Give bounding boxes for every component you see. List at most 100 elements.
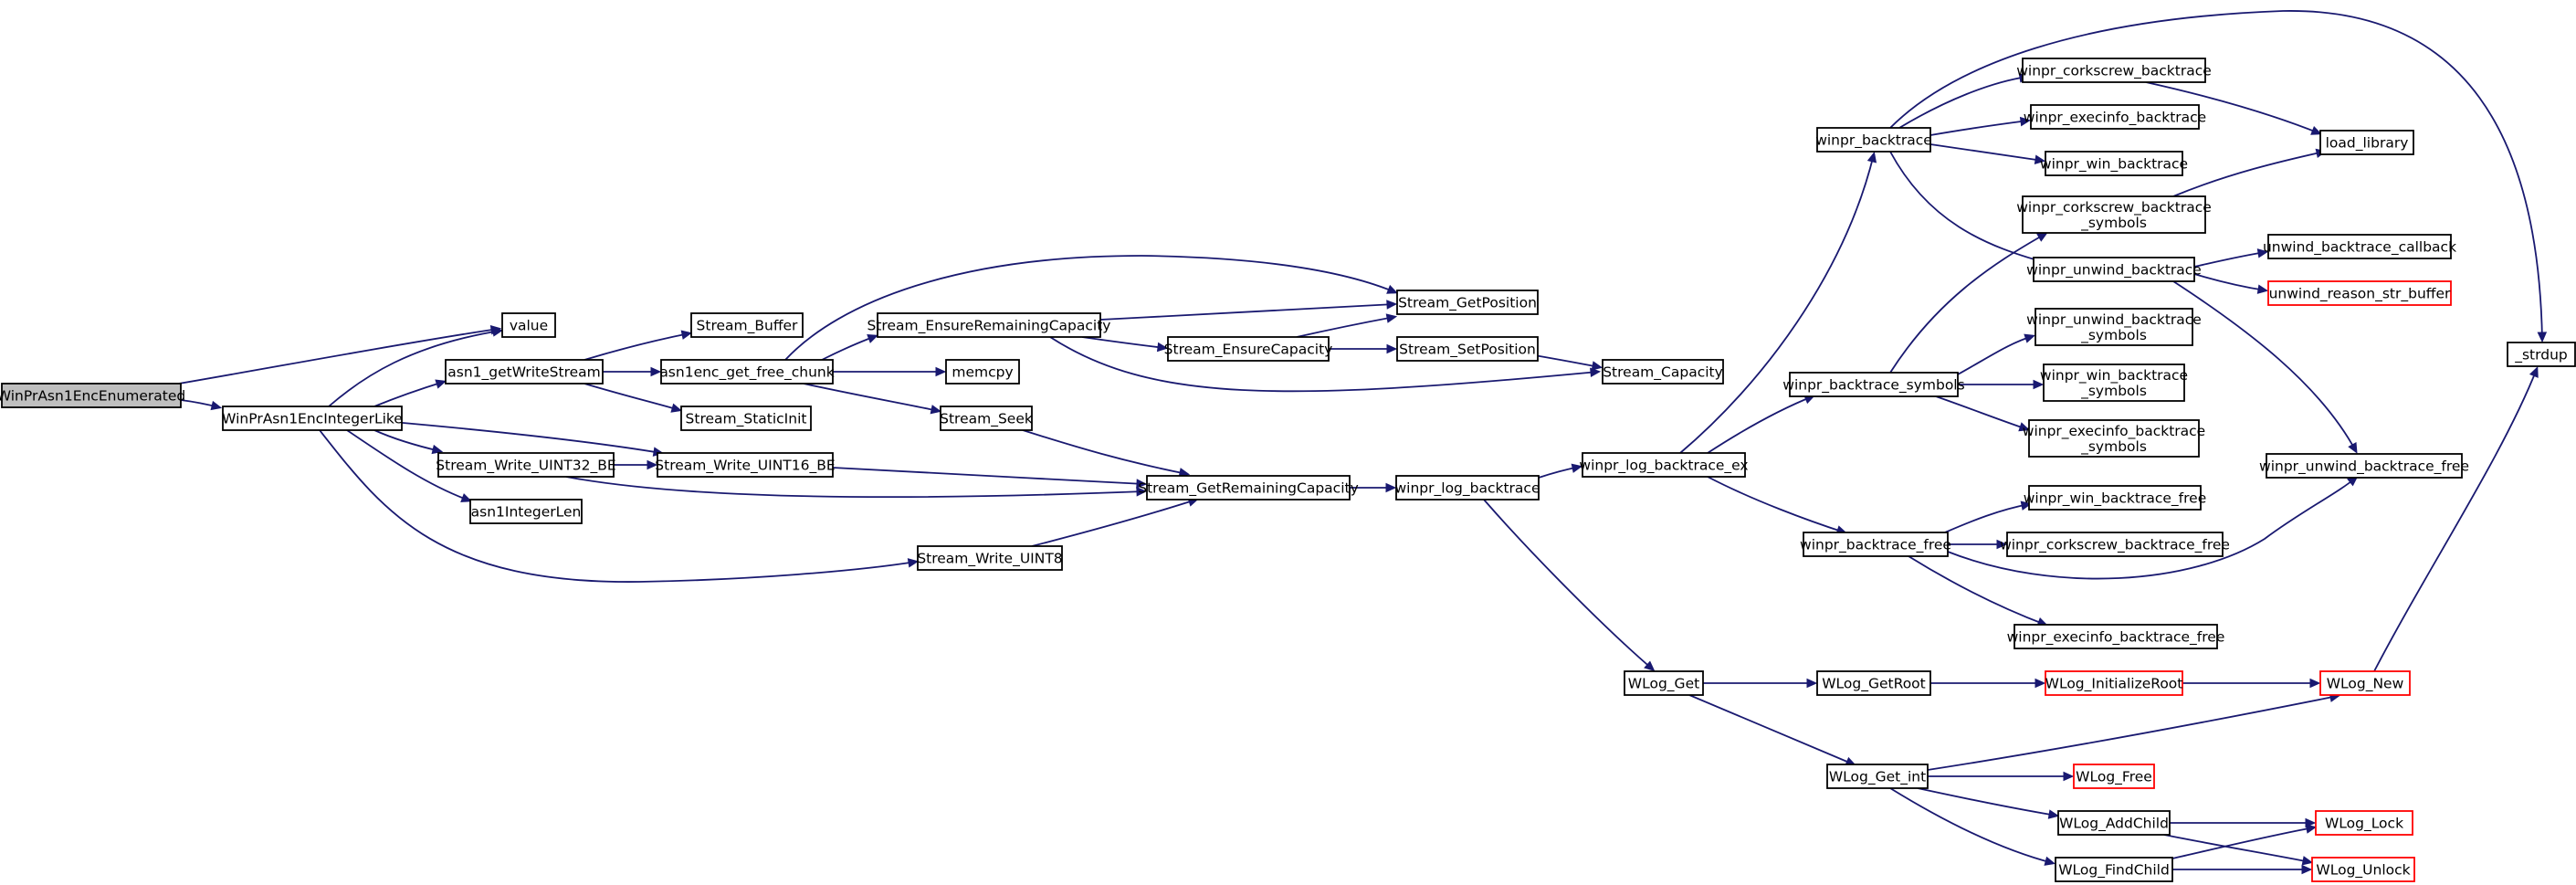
node-box bbox=[2507, 342, 2576, 367]
call-edge-WinPrAsn1EncIntegerLike-to-asn1_getWriteStream bbox=[373, 379, 447, 407]
node-WLog_Get[interactable]: WLog_Get bbox=[1624, 670, 1704, 696]
node-winpr_win_backtrace_free[interactable]: winpr_win_backtrace_free bbox=[2024, 485, 2206, 511]
node-WLog_Get_int[interactable]: WLog_Get_int bbox=[1826, 764, 1929, 789]
node-label: winpr_execinfo_backtrace bbox=[2024, 110, 2206, 127]
node-winpr_win_backtrace[interactable]: winpr_win_backtrace bbox=[2040, 151, 2188, 176]
call-edge-line bbox=[1081, 336, 1166, 349]
node-label: WLog_Free bbox=[2076, 769, 2152, 786]
node-box bbox=[877, 312, 1101, 338]
node-memcpy[interactable]: memcpy bbox=[945, 359, 1020, 385]
node-winpr_corkscrew_backtrace_free[interactable]: winpr_corkscrew_backtrace_free bbox=[2000, 532, 2230, 557]
node-WLog_New[interactable]: WLog_New bbox=[2319, 670, 2411, 696]
call-edge-line bbox=[803, 383, 940, 412]
node-Stream_Write_UINT16_BE[interactable]: Stream_Write_UINT16_BE bbox=[655, 452, 836, 478]
node-Stream_Buffer[interactable]: Stream_Buffer bbox=[690, 312, 804, 338]
call-edge-WinPrAsn1EncEnumerated-to-WinPrAsn1EncIntegerLike bbox=[180, 399, 223, 411]
node-WLog_InitializeRoot[interactable]: WLog_InitializeRoot bbox=[2045, 670, 2183, 696]
call-edge-line bbox=[346, 429, 470, 501]
arrowhead-icon bbox=[1571, 463, 1583, 473]
node-value[interactable]: value bbox=[501, 312, 556, 338]
node-Stream_GetRemainingCapacity[interactable]: Stream_GetRemainingCapacity bbox=[1138, 475, 1359, 500]
node-label: memcpy bbox=[952, 364, 1013, 381]
arrowhead-icon bbox=[930, 405, 942, 415]
node-Stream_Write_UINT8[interactable]: Stream_Write_UINT8 bbox=[917, 545, 1063, 571]
call-edge-WLog_Get-to-WLog_Get_int bbox=[1688, 694, 1856, 766]
node-winpr_corkscrew_backtrace[interactable]: winpr_corkscrew_backtrace bbox=[2016, 58, 2212, 83]
arrowhead-icon bbox=[2305, 824, 2318, 834]
node-winpr_backtrace_free[interactable]: winpr_backtrace_free bbox=[1800, 532, 1951, 557]
call-edge-line bbox=[319, 429, 917, 583]
node-Stream_Write_UINT32_BE[interactable]: Stream_Write_UINT32_BE bbox=[436, 452, 616, 478]
node-Stream_GetPosition[interactable]: Stream_GetPosition bbox=[1396, 290, 1539, 315]
node-winpr_execinfo_backtrace[interactable]: winpr_execinfo_backtrace bbox=[2024, 104, 2206, 130]
call-edge-asn1_getWriteStream-to-asn1enc_get_free_chunk bbox=[603, 366, 662, 377]
node-label: winpr_backtrace_symbols bbox=[1782, 377, 1964, 395]
node-winpr_backtrace_symbols[interactable]: winpr_backtrace_symbols bbox=[1782, 372, 1965, 397]
node-Stream_EnsureRemainingCapacity[interactable]: Stream_EnsureRemainingCapacity bbox=[867, 312, 1111, 338]
call-edge-line bbox=[1707, 395, 1814, 454]
arrowhead-icon bbox=[435, 379, 447, 389]
call-edge-line bbox=[1929, 120, 2029, 136]
node-label: winpr_log_backtrace bbox=[1395, 480, 1540, 498]
node-asn1enc_get_free_chunk[interactable]: asn1enc_get_free_chunk bbox=[659, 359, 835, 385]
node-WLog_FindChild[interactable]: WLog_FindChild bbox=[2055, 857, 2173, 882]
node-winpr_unwind_backtrace_free[interactable]: winpr_unwind_backtrace_free bbox=[2259, 453, 2469, 479]
node-unwind_backtrace_callback[interactable]: unwind_backtrace_callback bbox=[2263, 234, 2456, 259]
node-WLog_Lock[interactable]: WLog_Lock bbox=[2315, 810, 2413, 836]
call-edge-line bbox=[1957, 335, 2034, 375]
node-Stream_StaticInit[interactable]: Stream_StaticInit bbox=[680, 406, 812, 431]
arrowhead-icon bbox=[2033, 379, 2045, 390]
node-Stream_Seek[interactable]: Stream_Seek bbox=[940, 406, 1033, 431]
node-label: Stream_EnsureRemainingCapacity bbox=[867, 318, 1111, 335]
node-box bbox=[2028, 419, 2200, 458]
node-box bbox=[690, 312, 804, 338]
arrowhead-icon bbox=[2301, 864, 2313, 875]
node-Stream_EnsureCapacity[interactable]: Stream_EnsureCapacity bbox=[1164, 336, 1333, 362]
node-winpr_win_backtrace_symbols[interactable]: winpr_win_backtrace_symbols bbox=[2040, 363, 2188, 402]
node-box bbox=[2035, 308, 2193, 346]
node-winpr_execinfo_backtrace_free[interactable]: winpr_execinfo_backtrace_free bbox=[2007, 624, 2225, 649]
node-_strdup[interactable]: _strdup bbox=[2507, 342, 2576, 367]
node-winpr_unwind_backtrace[interactable]: winpr_unwind_backtrace bbox=[2026, 257, 2202, 282]
node-WLog_AddChild[interactable]: WLog_AddChild bbox=[2057, 810, 2171, 836]
node-WLog_Free[interactable]: WLog_Free bbox=[2073, 764, 2155, 789]
call-edge-WLog_Get-to-WLog_GetRoot bbox=[1703, 678, 1818, 689]
node-box bbox=[501, 312, 556, 338]
node-box bbox=[1826, 764, 1929, 789]
node-asn1_getWriteStream[interactable]: asn1_getWriteStream bbox=[445, 359, 604, 385]
node-label: Stream_Write_UINT16_BE bbox=[655, 458, 835, 475]
arrowhead-icon bbox=[2256, 248, 2269, 258]
node-label: WLog_Get_int bbox=[1829, 769, 1926, 786]
node-WinPrAsn1EncIntegerLike[interactable]: WinPrAsn1EncIntegerLike bbox=[222, 406, 403, 431]
call-edge-line bbox=[1889, 787, 2054, 864]
node-WLog_GetRoot[interactable]: WLog_GetRoot bbox=[1816, 670, 1931, 696]
node-asn1IntegerLen[interactable]: asn1IntegerLen bbox=[469, 499, 583, 524]
node-box bbox=[1167, 336, 1330, 362]
arrowhead-icon bbox=[1386, 300, 1398, 310]
node-label: _strdup bbox=[2514, 347, 2568, 364]
node-winpr_log_backtrace_ex[interactable]: winpr_log_backtrace_ex bbox=[1579, 452, 1749, 478]
node-label: winpr_execinfo_backtrace bbox=[2023, 423, 2205, 440]
node-winpr_unwind_backtrace_symbols[interactable]: winpr_unwind_backtrace_symbols bbox=[2026, 308, 2202, 346]
call-edge-line bbox=[1944, 503, 2030, 533]
call-edge-line bbox=[2193, 273, 2266, 291]
call-edge-line bbox=[2193, 251, 2266, 268]
node-load_library[interactable]: load_library bbox=[2319, 130, 2414, 155]
node-WLog_Unlock[interactable]: WLog_Unlock bbox=[2311, 857, 2415, 882]
node-Stream_Capacity[interactable]: Stream_Capacity bbox=[1602, 359, 1724, 385]
call-edge-line bbox=[784, 255, 1396, 361]
node-winpr_execinfo_backtrace_symbols[interactable]: winpr_execinfo_backtrace_symbols bbox=[2023, 419, 2205, 458]
call-edge-winpr_log_backtrace-to-winpr_log_backtrace_ex bbox=[1538, 463, 1583, 479]
node-Stream_SetPosition[interactable]: Stream_SetPosition bbox=[1396, 336, 1539, 362]
node-label: WLog_AddChild bbox=[2059, 816, 2169, 833]
node-label: WLog_GetRoot bbox=[1822, 676, 1926, 693]
arrowhead-icon bbox=[670, 403, 683, 413]
call-edge-line bbox=[373, 381, 445, 407]
node-winpr_corkscrew_backtrace_symbols[interactable]: winpr_corkscrew_backtrace_symbols bbox=[2016, 195, 2212, 234]
node-unwind_reason_str_buffer[interactable]: unwind_reason_str_buffer bbox=[2267, 280, 2452, 306]
node-winpr_backtrace[interactable]: winpr_backtrace bbox=[1815, 127, 1932, 153]
arrowhead-icon bbox=[867, 334, 879, 343]
node-winpr_log_backtrace[interactable]: winpr_log_backtrace bbox=[1395, 475, 1540, 500]
node-label: winpr_corkscrew_backtrace bbox=[2016, 63, 2212, 80]
